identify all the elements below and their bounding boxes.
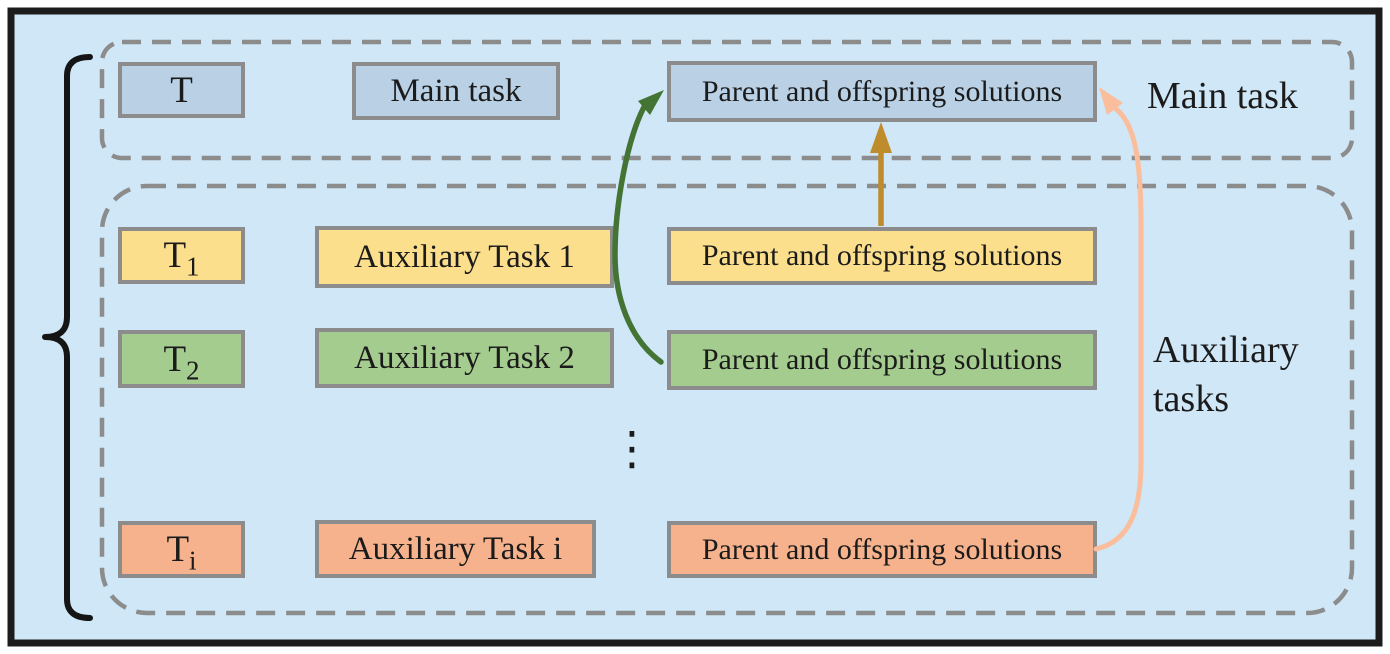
solutions-box-aux-1: Parent and offspring solutions	[667, 227, 1097, 285]
main-task-container	[99, 39, 1355, 161]
task-tag-aux-1-label: T1	[163, 235, 200, 282]
solutions-box-aux-i: Parent and offspring solutions	[667, 521, 1097, 578]
solutions-box-aux-i-label: Parent and offspring solutions	[701, 532, 1063, 566]
task-tag-main: T	[118, 62, 245, 118]
auxiliary-tasks-label-line1: Auxiliary	[1153, 329, 1299, 371]
auxiliary-tasks-label-line2: tasks	[1153, 377, 1229, 420]
task-name-aux-2: Auxiliary Task 2	[315, 328, 614, 388]
task-tag-aux-i: Ti	[118, 521, 245, 578]
solutions-box-main: Parent and offspring solutions	[667, 61, 1097, 122]
task-tag-aux-2-label: T2	[163, 338, 200, 385]
main-task-section-label: Main task	[1147, 75, 1298, 117]
solutions-box-aux-2: Parent and offspring solutions	[667, 330, 1097, 390]
left-curly-brace	[42, 54, 93, 621]
task-name-main: Main task	[352, 62, 560, 120]
auxiliary-tasks-section-label: Auxiliary tasks	[1153, 326, 1299, 423]
task-name-aux-i: Auxiliary Task i	[315, 520, 596, 578]
task-tag-aux-2: T2	[118, 330, 245, 388]
task-tag-main-label: T	[170, 69, 193, 111]
task-name-aux-1-label: Auxiliary Task 1	[354, 238, 575, 275]
solutions-box-aux-1-label: Parent and offspring solutions	[701, 239, 1063, 272]
task-tag-aux-i-label: Ti	[166, 529, 197, 576]
task-name-aux-1: Auxiliary Task 1	[315, 226, 614, 288]
task-tag-aux-1: T1	[118, 227, 245, 284]
task-name-aux-2-label: Auxiliary Task 2	[354, 339, 575, 376]
solutions-box-aux-2-label: Parent and offspring solutions	[701, 343, 1063, 376]
task-name-main-label: Main task	[390, 72, 522, 109]
more-tasks-ellipsis: ⋮	[609, 421, 655, 475]
solutions-box-main-label: Parent and offspring solutions	[701, 74, 1063, 108]
auxiliary-tasks-container	[99, 183, 1355, 616]
task-name-aux-i-label: Auxiliary Task i	[348, 530, 563, 567]
